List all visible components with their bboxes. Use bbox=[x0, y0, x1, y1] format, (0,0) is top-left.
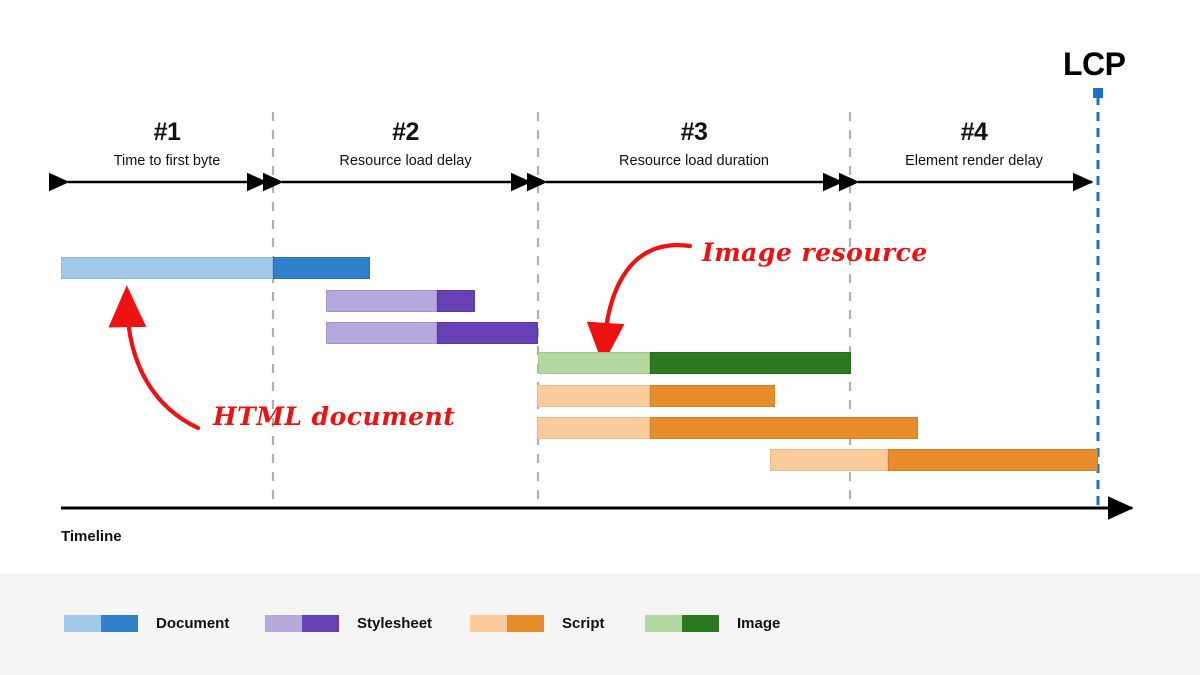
image-resource-arrow bbox=[586, 243, 693, 365]
bar-stylesheet-2-duration-segment bbox=[437, 322, 538, 344]
phase-2-number: #2 bbox=[392, 118, 419, 146]
legend-label-stylesheet: Stylesheet bbox=[357, 615, 433, 632]
bar-image-duration-segment bbox=[650, 352, 851, 374]
legend-swatch-image-dark bbox=[682, 615, 719, 632]
legend-label-document: Document bbox=[156, 615, 230, 632]
bar-script-2-duration-segment bbox=[650, 417, 918, 439]
bar-image-delay-segment bbox=[538, 352, 650, 374]
legend-swatch-script-light bbox=[470, 615, 507, 632]
bar-script-1[interactable] bbox=[537, 385, 775, 407]
legend-background bbox=[0, 573, 1200, 675]
bar-script-1-duration-segment bbox=[650, 385, 775, 407]
bar-document-delay-segment bbox=[61, 257, 273, 279]
phase-3-label: Resource load duration bbox=[619, 153, 769, 169]
legend-label-image: Image bbox=[737, 615, 781, 632]
lcp-label: LCP bbox=[1063, 46, 1126, 82]
legend-swatch-document-dark bbox=[101, 615, 138, 632]
bar-stylesheet-2[interactable] bbox=[326, 322, 538, 344]
phase-4-label: Element render delay bbox=[905, 153, 1043, 169]
legend-swatch-script bbox=[470, 615, 544, 632]
legend-item-stylesheet[interactable]: Stylesheet bbox=[265, 615, 432, 632]
bar-stylesheet-1-duration-segment bbox=[437, 290, 475, 312]
annotation-html-document: HTML document bbox=[213, 402, 456, 431]
bar-image[interactable] bbox=[538, 352, 851, 374]
bar-script-2-delay-segment bbox=[537, 417, 650, 439]
phase-3-number: #3 bbox=[680, 118, 708, 146]
phase-2-label: Resource load delay bbox=[339, 153, 472, 169]
legend-swatch-image bbox=[645, 615, 719, 632]
legend-label-script: Script bbox=[562, 615, 605, 632]
legend-item-image[interactable]: Image bbox=[645, 615, 780, 632]
html-document-arrow bbox=[108, 285, 201, 431]
bar-document-duration-segment bbox=[273, 257, 370, 279]
phase-1-label: Time to first byte bbox=[113, 153, 221, 169]
bar-stylesheet-1-delay-segment bbox=[326, 290, 437, 312]
legend-item-document[interactable]: Document bbox=[64, 615, 229, 632]
legend-swatch-stylesheet-dark bbox=[302, 615, 339, 632]
phase-4: #4 Element render delay bbox=[850, 118, 1098, 171]
legend-swatch-document-light bbox=[64, 615, 101, 632]
bar-document[interactable] bbox=[61, 257, 370, 279]
phase-2: #2 Resource load delay bbox=[273, 118, 538, 171]
phase-4-number: #4 bbox=[960, 118, 988, 146]
phase-1-number: #1 bbox=[153, 118, 181, 146]
legend-swatch-image-light bbox=[645, 615, 682, 632]
lcp-square-marker bbox=[1093, 88, 1103, 98]
phase-3: #3 Resource load duration bbox=[538, 118, 850, 171]
bar-stylesheet-2-delay-segment bbox=[326, 322, 437, 344]
bar-stylesheet-1[interactable] bbox=[326, 290, 475, 312]
bar-script-1-delay-segment bbox=[537, 385, 650, 407]
phase-1: #1 Time to first byte bbox=[61, 118, 273, 171]
legend-swatch-script-dark bbox=[507, 615, 544, 632]
legend-swatch-stylesheet-light bbox=[265, 615, 302, 632]
annotation-image-resource: Image resource bbox=[702, 238, 928, 267]
phase-divider-group bbox=[271, 112, 852, 508]
bar-script-3[interactable] bbox=[770, 449, 1098, 471]
legend-swatch-stylesheet bbox=[265, 615, 339, 632]
legend-swatch-document bbox=[64, 615, 138, 632]
legend-item-script[interactable]: Script bbox=[470, 615, 605, 632]
timeline-axis-label: Timeline bbox=[61, 528, 122, 545]
bar-script-2[interactable] bbox=[537, 417, 918, 439]
bar-script-3-delay-segment bbox=[770, 449, 888, 471]
bar-script-3-duration-segment bbox=[888, 449, 1098, 471]
lcp-marker-group bbox=[1093, 88, 1103, 508]
